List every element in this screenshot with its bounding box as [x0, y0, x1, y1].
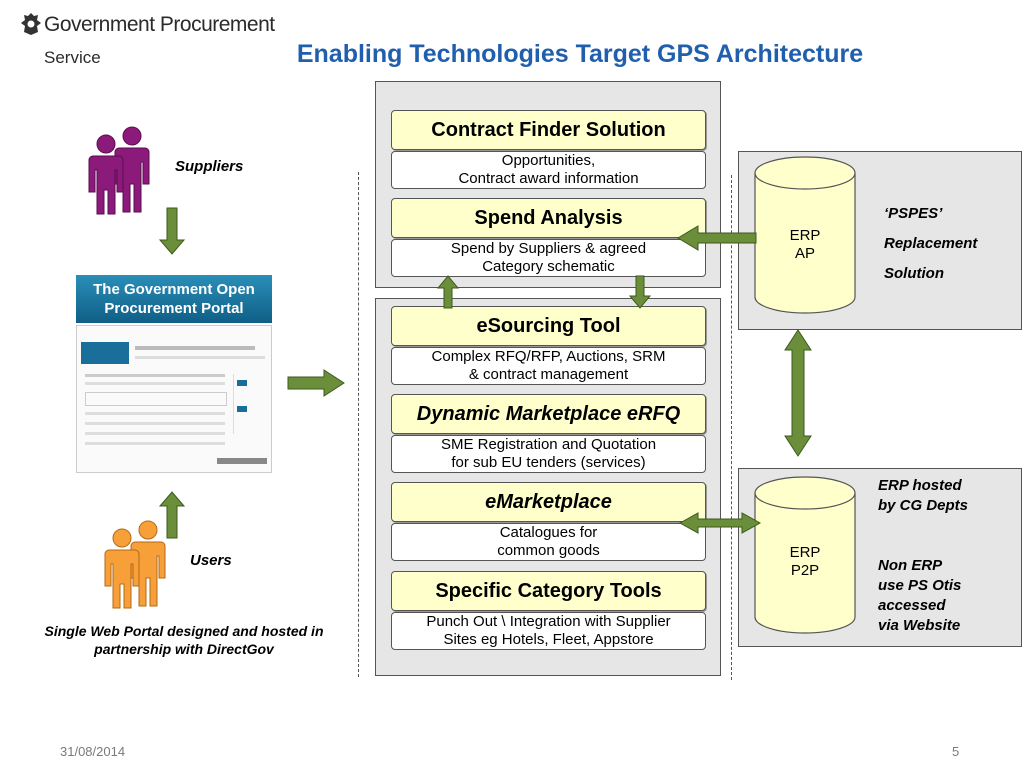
footer-date: 31/08/2014: [60, 744, 126, 759]
users-people-icon: [104, 520, 166, 609]
erp-ap-cylinder: [754, 156, 856, 314]
spend-analysis-header: Spend Analysis: [391, 198, 706, 238]
emarketplace-header: eMarketplace: [391, 482, 706, 522]
contract-finder-header: Contract Finder Solution: [391, 110, 706, 150]
contract-finder-detail: Opportunities,Contract award information: [391, 151, 706, 189]
portal-header: The Government Open Procurement Portal: [76, 275, 272, 323]
crest-icon: [21, 13, 41, 35]
portal-title: The Government Open Procurement Portal: [93, 281, 255, 317]
arrow-suppliers-to-portal: [158, 207, 186, 255]
arrow-portal-to-platform: [287, 369, 345, 397]
suppliers-people-icon: [88, 126, 150, 215]
logo-line1: Government Procurement: [44, 13, 275, 36]
esourcing-header: eSourcing Tool: [391, 306, 706, 346]
arrow-erp-ap-to-spend: [677, 225, 757, 251]
users-label: Users: [190, 552, 232, 569]
page-title: Enabling Technologies Target GPS Archite…: [296, 40, 864, 68]
right-divider: [731, 175, 732, 680]
arrow-top-to-esourcing: [628, 275, 652, 309]
left-divider: [358, 172, 359, 677]
arrow-users-to-portal: [158, 491, 186, 539]
footer-page-number: 5: [952, 744, 960, 759]
erp-p2p-cylinder: [754, 476, 856, 634]
portal-caption: Single Web Portal designed and hosted in…: [44, 623, 324, 657]
dynamic-marketplace-header: Dynamic Marketplace eRFQ: [391, 394, 706, 434]
logo-line2: Service: [44, 48, 101, 67]
category-tools-header: Specific Category Tools: [391, 571, 706, 611]
suppliers-label: Suppliers: [175, 158, 244, 175]
portal-screenshot: [76, 325, 272, 473]
esourcing-detail: Complex RFQ/RFP, Auctions, SRM& contract…: [391, 347, 706, 385]
arrow-esourcing-to-top: [436, 275, 460, 309]
arrow-erp-ap-p2p: [784, 329, 812, 457]
arrow-emarketplace-p2p: [678, 512, 762, 534]
